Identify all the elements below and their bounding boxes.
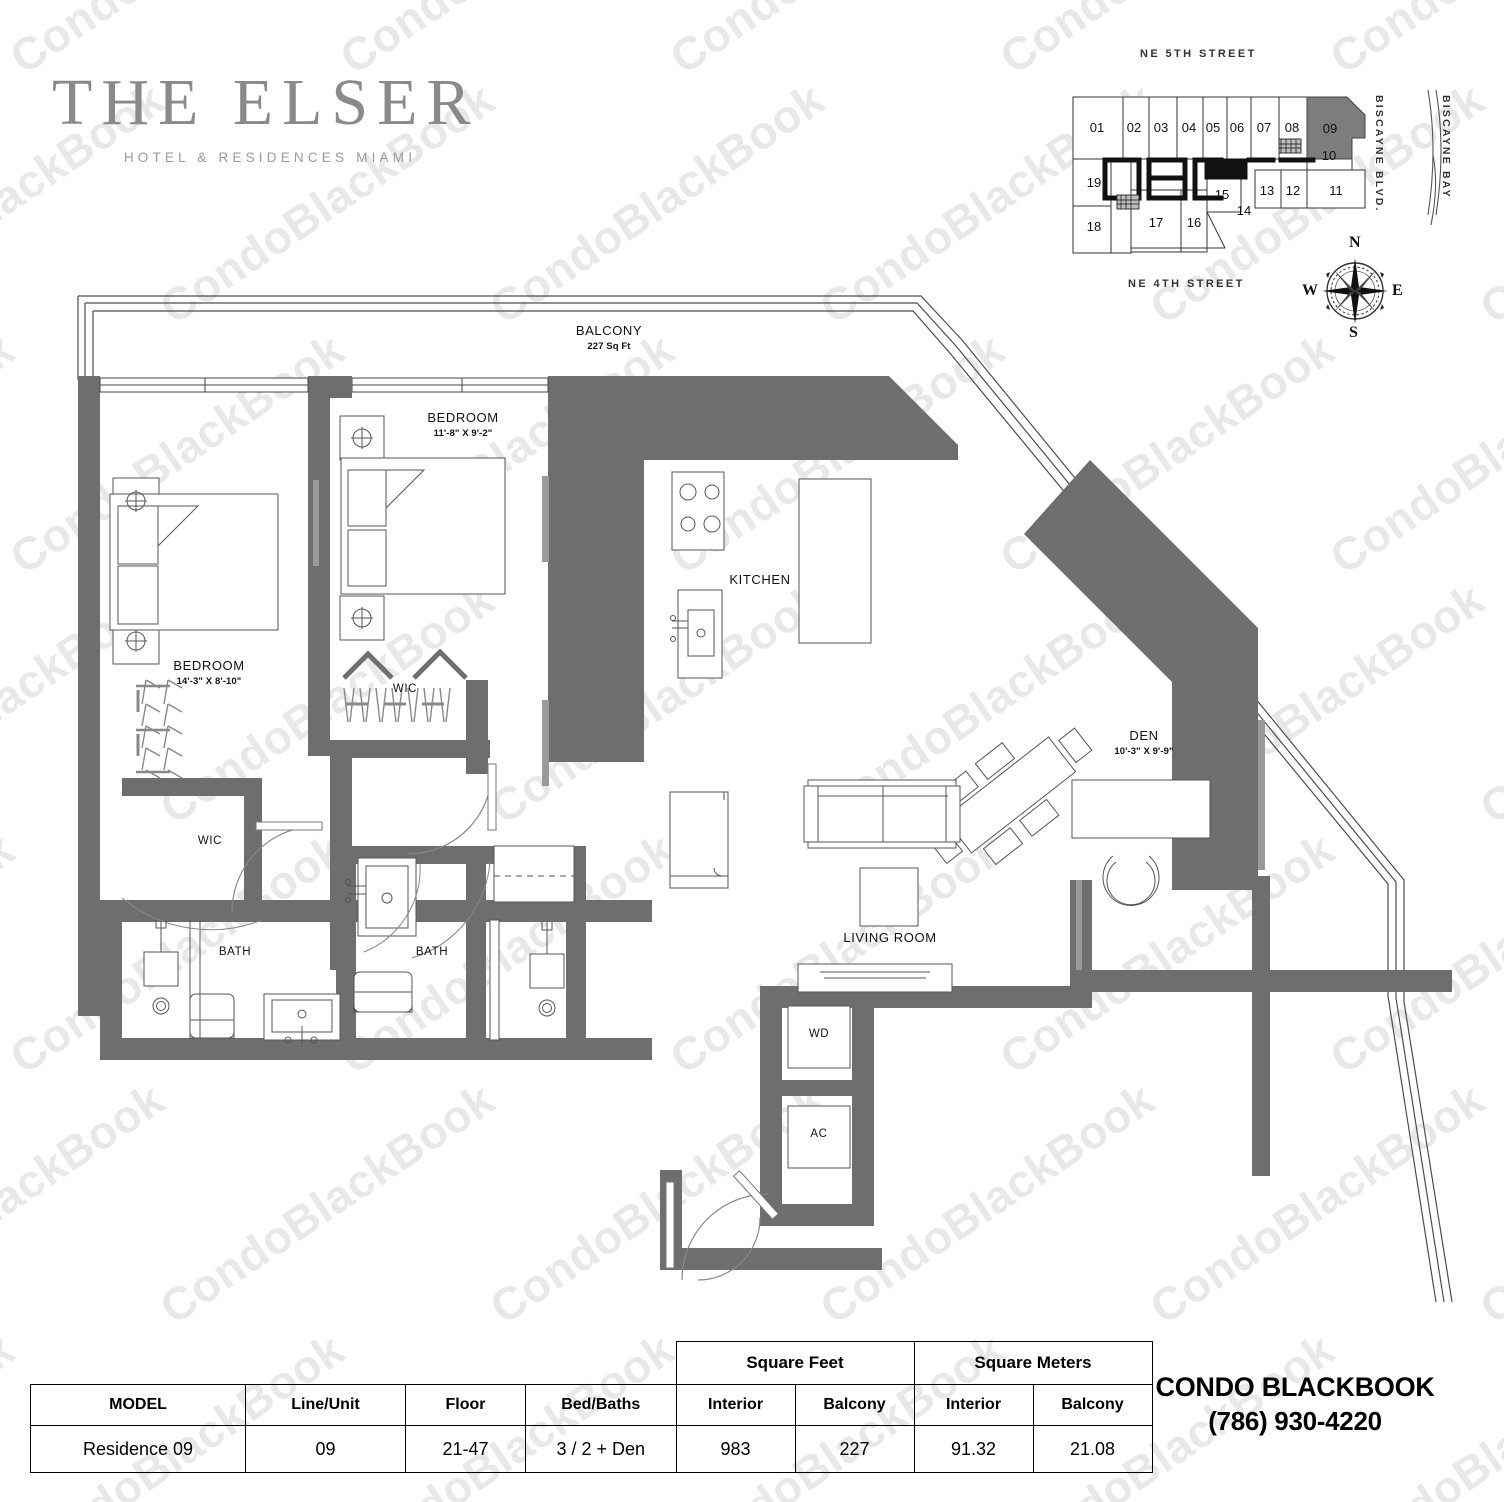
keyplan-unit-19: 19: [1087, 175, 1101, 190]
watermark-text: CondoBlackBook: [0, 0, 24, 85]
floor-plan: BALCONY 227 Sq Ft BEDROOM 11'-8" X 9'-2"…: [0, 280, 1504, 1340]
col-header-sf-interior: Interior: [675, 1384, 796, 1426]
keyplan-biscayne-bay: BISCAYNE BAY: [1440, 95, 1452, 199]
col-header-floor: Floor: [405, 1384, 526, 1426]
keyplan-unit-03: 03: [1154, 120, 1168, 135]
keyplan-street-north: NE 5TH STREET: [1140, 48, 1257, 60]
compass-label-west: W: [1302, 282, 1318, 299]
room-label-bedroom-2: BEDROOM 11'-8" X 9'-2": [383, 410, 543, 439]
floor-plan-svg: [77, 295, 1453, 1303]
keyplan-biscayne-blvd: BISCAYNE BLVD.: [1373, 95, 1385, 213]
room-name: KITCHEN: [729, 572, 791, 587]
keyplan-unit-10: 10: [1322, 148, 1336, 163]
brand-name-bold: BLACKBOOK: [1261, 1372, 1435, 1402]
room-name: LIVING ROOM: [843, 930, 937, 945]
table-header-row: MODEL Line/Unit Floor Bed/Baths Interior…: [30, 1384, 1153, 1426]
brand-name-light: CONDO: [1155, 1372, 1262, 1402]
keyplan-unit-18: 18: [1087, 219, 1101, 234]
watermark-text: CondoBlackBook: [0, 1322, 24, 1502]
group-header-square-meters: Square Meters: [913, 1341, 1153, 1385]
col-header-bed-baths: Bed/Baths: [525, 1384, 677, 1426]
cell-sf-balcony: 227: [794, 1425, 915, 1473]
room-label-ac-closet: AC: [769, 1128, 869, 1140]
keyplan-unit-01: 01: [1090, 120, 1104, 135]
key-plan: NE 5TH STREET NE 4TH STREET BISCAYNE BLV…: [1055, 35, 1495, 345]
room-label-wic-bedroom2: WIC: [355, 683, 455, 695]
keyplan-unit-13: 13: [1260, 183, 1274, 198]
room-name: AC: [810, 1128, 828, 1140]
compass-graphic: [1322, 258, 1388, 324]
room-name: BEDROOM: [427, 410, 499, 425]
table-group-header-row: Square Feet Square Meters: [31, 1341, 1153, 1385]
table-row: Residence 09 09 21-47 3 / 2 + Den 983 22…: [30, 1425, 1153, 1473]
room-label-kitchen: KITCHEN: [700, 572, 820, 587]
col-header-line-unit: Line/Unit: [245, 1384, 406, 1426]
keyplan-unit-15: 15: [1215, 187, 1229, 202]
room-name: WD: [808, 1028, 830, 1040]
room-name: DEN: [1129, 728, 1159, 743]
room-label-washer-dryer: WD: [769, 1028, 869, 1040]
col-header-sm-balcony: Balcony: [1032, 1384, 1153, 1426]
keyplan-diagram: 01 02 03 04 05 06 07 08 09 10 11 12 13 1…: [1072, 89, 1442, 254]
cell-floor: 21-47: [405, 1425, 526, 1473]
compass-rose: N E S W: [1300, 234, 1410, 343]
brand-name: CONDO BLACKBOOK: [1100, 1372, 1490, 1403]
keyplan-unit-07: 07: [1257, 120, 1271, 135]
room-name: WIC: [392, 683, 418, 695]
property-logo: THE ELSER HOTEL & RESIDENCES MIAMI: [52, 66, 482, 166]
keyplan-unit-14: 14: [1237, 203, 1251, 218]
room-label-bedroom-1: BEDROOM 14'-3" X 8'-10": [124, 658, 294, 687]
room-label-den: DEN 10'-3" X 9'-9": [1084, 728, 1204, 757]
cell-sf-interior: 983: [675, 1425, 796, 1473]
col-header-sm-interior: Interior: [913, 1384, 1034, 1426]
room-label-living-room: LIVING ROOM: [815, 930, 965, 945]
keyplan-unit-04: 04: [1182, 120, 1196, 135]
specification-table: Square Feet Square Meters MODEL Line/Uni…: [30, 1341, 1153, 1473]
keyplan-unit-11: 11: [1329, 183, 1343, 198]
keyplan-unit-09-label: 09: [1323, 121, 1337, 136]
room-name: WIC: [197, 835, 223, 847]
cell-bed-baths: 3 / 2 + Den: [525, 1425, 677, 1473]
keyplan-street-south: NE 4TH STREET: [1128, 278, 1245, 290]
room-label-bath-1: BATH: [185, 946, 285, 958]
condo-blackbook-branding: CONDO BLACKBOOK (786) 930-4220: [1100, 1372, 1490, 1437]
compass-label-north: N: [1349, 234, 1361, 251]
room-dimension: 14'-3" X 8'-10": [176, 676, 242, 687]
room-name: BALCONY: [575, 323, 643, 338]
room-name: BEDROOM: [173, 658, 245, 673]
logo-brand-name: THE ELSER: [52, 66, 480, 139]
keyplan-unit-12: 12: [1286, 183, 1300, 198]
compass-label-south: S: [1349, 324, 1358, 341]
col-header-sf-balcony: Balcony: [794, 1384, 915, 1426]
col-header-model: MODEL: [30, 1384, 246, 1426]
cell-line-unit: 09: [245, 1425, 406, 1473]
room-dimension: 11'-8" X 9'-2": [433, 428, 493, 439]
room-dimension: 227 Sq Ft: [587, 341, 631, 352]
keyplan-unit-05: 05: [1206, 120, 1220, 135]
keyplan-unit-08: 08: [1285, 120, 1299, 135]
cell-sm-interior: 91.32: [913, 1425, 1034, 1473]
room-dimension: 10'-3" X 9'-9": [1114, 746, 1174, 757]
keyplan-unit-02: 02: [1127, 120, 1141, 135]
room-name: BATH: [415, 946, 449, 958]
brand-phone[interactable]: (786) 930-4220: [1208, 1406, 1382, 1436]
compass-label-east: E: [1392, 282, 1403, 299]
keyplan-unit-06: 06: [1230, 120, 1244, 135]
watermark-text: CondoBlackBook: [660, 0, 1014, 85]
keyplan-unit-16: 16: [1187, 215, 1201, 230]
keyplan-unit-17: 17: [1149, 215, 1163, 230]
room-label-balcony: BALCONY 227 Sq Ft: [529, 323, 689, 352]
logo-tagline: HOTEL & RESIDENCES MIAMI: [123, 150, 417, 165]
cell-sm-balcony: 21.08: [1032, 1425, 1153, 1473]
room-label-wic-bedroom1: WIC: [160, 835, 260, 847]
room-name: BATH: [218, 946, 252, 958]
room-label-bath-2: BATH: [382, 946, 482, 958]
cell-model: Residence 09: [30, 1425, 246, 1473]
group-header-square-feet: Square Feet: [675, 1341, 915, 1385]
